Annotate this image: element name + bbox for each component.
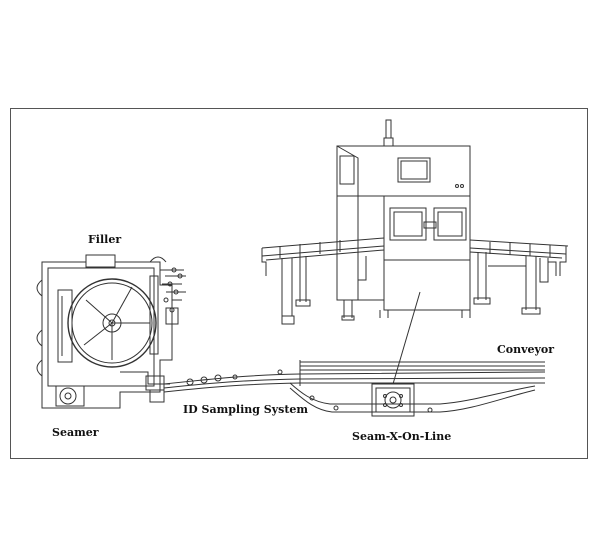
- id-sampling-system-label: ID Sampling System: [183, 403, 309, 416]
- seam-x-on-line-unit: [371, 291, 421, 417]
- filler-seamer-machine: [36, 254, 186, 409]
- filler-label: Filler: [88, 233, 122, 246]
- conveyor-track: [163, 360, 546, 413]
- seamer-label: Seamer: [52, 426, 99, 439]
- conveyor-label: Conveyor: [497, 343, 555, 356]
- seam-x-on-line-label: Seam-X-On-Line: [352, 430, 452, 443]
- inspection-cabinet: [261, 119, 569, 325]
